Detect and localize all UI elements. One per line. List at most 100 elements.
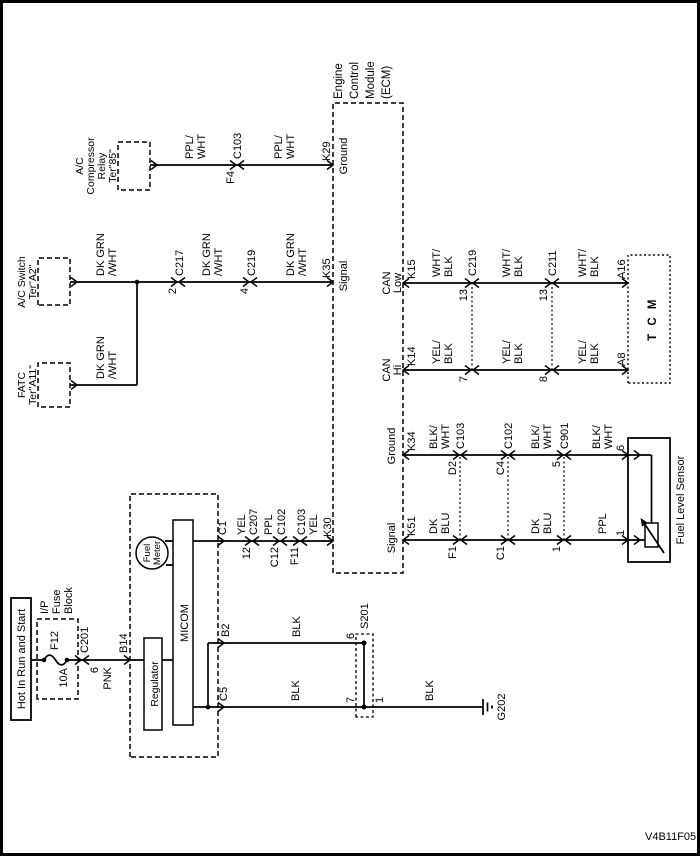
tcm-box <box>627 254 671 384</box>
svg-text:BLK/: BLK/ <box>591 424 603 449</box>
c207-label: C207 <box>248 509 260 535</box>
c5-terminal: C5 <box>218 687 230 701</box>
diagram-code: V4B11F05 <box>645 831 697 843</box>
svg-text:WHT: WHT <box>542 424 554 449</box>
b2-terminal: B2 <box>220 624 232 637</box>
fuel-level-sensor-label: Fuel Level Sensor <box>675 455 687 544</box>
a16-terminal: A16 <box>616 259 628 279</box>
svg-text:Fuse: Fuse <box>51 590 63 614</box>
fuel-meter-label: Fuel <box>142 544 153 562</box>
c901-label: C901 <box>559 423 571 449</box>
svg-text:YEL/: YEL/ <box>577 339 589 364</box>
svg-text:DK GRN: DK GRN <box>285 233 297 276</box>
meter-wire-labels: YEL 12 C207 PPL C12 C102 F11 C103 YEL K3… <box>236 509 334 567</box>
ecm-label: Engine Control Module (ECM) <box>333 61 393 99</box>
c219-pin13: 13 <box>458 289 470 301</box>
svg-text:Ter"85": Ter"85" <box>107 149 119 183</box>
svg-text:WHT/: WHT/ <box>577 248 589 277</box>
svg-text:C103: C103 <box>455 423 467 449</box>
svg-text:DK GRN: DK GRN <box>201 233 213 276</box>
c103-label: C103 <box>296 509 308 535</box>
c217-pin: 2 <box>167 288 179 294</box>
fuse-id-label: F12 <box>49 631 61 650</box>
svg-text:Low: Low <box>392 273 404 293</box>
svg-text:/WHT: /WHT <box>107 351 119 379</box>
can-hi-function: CAN <box>381 358 393 381</box>
svg-text:PPL: PPL <box>597 513 609 534</box>
ac-switch-box <box>37 257 71 306</box>
fuel-sender-wires <box>403 454 653 541</box>
yelblk-wire-label: YEL/ <box>431 339 443 364</box>
k30-terminal: K30 <box>322 517 334 537</box>
svg-text:BLK: BLK <box>424 680 436 701</box>
svg-text:BLU: BLU <box>440 513 452 534</box>
fuel-meter-gauge <box>135 536 169 570</box>
ac-request-labels: A/C Switch Ter"A2" FATC Ter"A11" DK GRN … <box>16 233 350 405</box>
svg-text:WHT/: WHT/ <box>501 248 513 277</box>
variable-resistor-symbol <box>640 518 665 554</box>
svg-text:BLK: BLK <box>443 343 455 364</box>
k14-terminal: K14 <box>406 346 418 366</box>
svg-text:WHT: WHT <box>603 424 615 449</box>
svg-text:BLK/: BLK/ <box>530 424 542 449</box>
svg-text:BLK: BLK <box>589 256 601 277</box>
pnk-wire-label: PNK <box>102 666 114 689</box>
svg-text:BLK: BLK <box>443 256 455 277</box>
k35-function: Signal <box>338 261 350 292</box>
c219-pin: 4 <box>239 288 251 294</box>
fatc-label: FATC <box>16 372 28 398</box>
k34-function: Ground <box>386 428 398 465</box>
ac-relay-box <box>117 141 151 191</box>
regulator-box <box>143 637 163 731</box>
fuse-amp-label: 10A <box>58 667 70 687</box>
instrument-cluster-box <box>129 493 219 758</box>
svg-text:Hi: Hi <box>392 365 404 375</box>
svg-text:Relay: Relay <box>96 152 108 180</box>
svg-text:WHT: WHT <box>440 424 452 449</box>
fuel-meter-signal-wire <box>165 540 333 566</box>
svg-text:C103: C103 <box>232 133 244 159</box>
c211-label: C211 <box>547 251 559 276</box>
s201-label: S201 <box>359 603 371 629</box>
can-bus-wires <box>403 282 628 371</box>
k29-function: Ground <box>338 138 350 175</box>
svg-text:/WHT: /WHT <box>213 248 225 276</box>
blk-wire-label: BLK <box>291 616 303 637</box>
cluster-labels: Regulator MICOM Fuel Meter C1 B2 C5 <box>142 521 232 707</box>
s201-pin1: 1 <box>374 697 386 703</box>
c103-pin: F11 <box>289 547 301 565</box>
pplwht-wire-label: PPL/ <box>184 134 196 159</box>
ground-path-labels: BLK BLK BLK S201 6 7 1 G202 <box>290 603 508 720</box>
k51-terminal: K51 <box>406 516 418 536</box>
c217-label: C217 <box>174 250 186 276</box>
c901-pin5: 5 <box>551 461 563 467</box>
fuse-symbol <box>43 654 68 666</box>
svg-text:Ter"A2": Ter"A2" <box>27 264 39 299</box>
svg-text:Module: Module <box>365 61 377 99</box>
s201-splice-box <box>355 633 374 718</box>
c211-pin13: 13 <box>538 289 550 301</box>
ac-relay-labels: A/C Compressor Relay Ter"85" PPL/ WHT F4… <box>74 133 350 195</box>
k29-terminal: K29 <box>321 141 333 161</box>
micom-box <box>172 519 194 726</box>
c103-pin-f4: F4 <box>225 171 237 184</box>
svg-text:WHT: WHT <box>196 134 208 159</box>
ppl-wire-label: PPL <box>263 514 275 535</box>
k34-terminal: K34 <box>406 431 418 451</box>
whtblk-wire-label: WHT/ <box>431 248 443 277</box>
c211-pin8: 8 <box>538 376 550 382</box>
svg-text:DK: DK <box>530 518 542 534</box>
svg-text:BLK: BLK <box>290 680 302 701</box>
g202-ground-symbol <box>482 699 493 715</box>
svg-text:Ter"A11": Ter"A11" <box>27 365 39 405</box>
dkgrn-wire-label: DK GRN <box>95 233 107 276</box>
c901-pin1: 1 <box>551 546 563 552</box>
fuel-level-sensor-box <box>627 437 671 563</box>
svg-text:C102: C102 <box>503 423 515 449</box>
fuel-sender-labels: K34 K51 Ground Signal BLK/ WHT DK BLU D2… <box>386 423 687 560</box>
sensor-pin1: 1 <box>615 530 627 536</box>
svg-text:/WHT: /WHT <box>107 248 119 276</box>
svg-text:Control: Control <box>349 62 361 99</box>
